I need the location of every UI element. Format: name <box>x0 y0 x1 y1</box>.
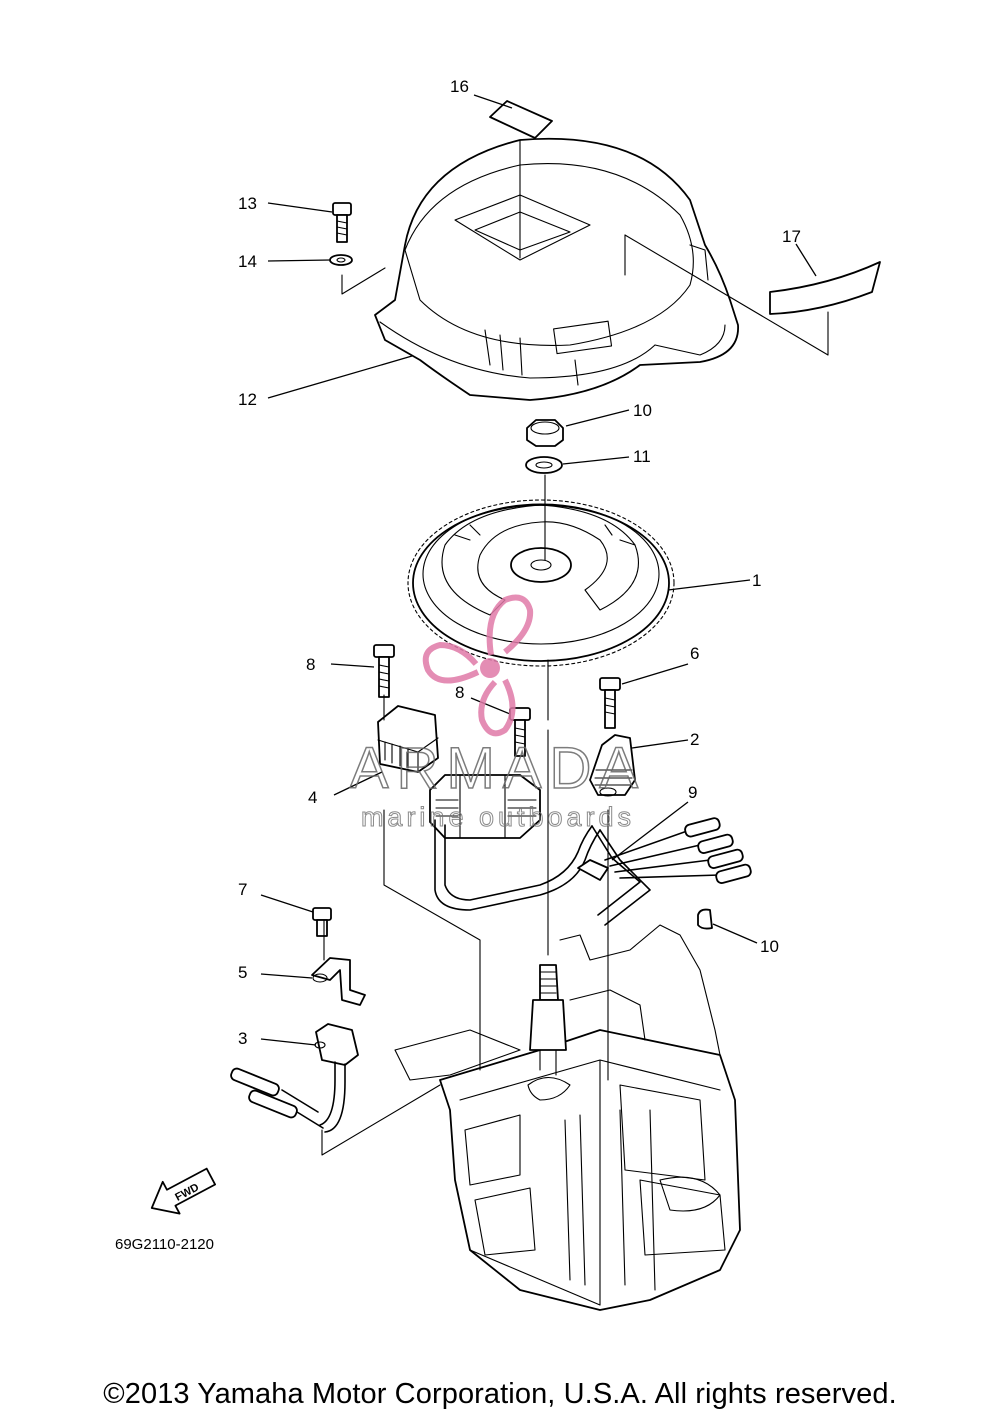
callout-13: 12 <box>238 390 257 409</box>
callout-17: 17 <box>782 227 801 246</box>
wire-harness <box>434 817 752 926</box>
callout-2: 2 <box>690 730 699 749</box>
callout-1: 1 <box>752 571 761 590</box>
grommet <box>697 908 713 930</box>
bolt-bracket <box>312 907 332 937</box>
callout-6: 6 <box>690 644 699 663</box>
callout-8-left: 8 <box>306 655 315 674</box>
copyright-notice: ©2013 Yamaha Motor Corporation, U.S.A. A… <box>103 1378 897 1410</box>
bolt-pulser-coil <box>599 677 621 729</box>
crankshaft-end <box>529 964 567 1051</box>
charge-coil <box>377 705 439 773</box>
callout-14: 13 <box>238 194 257 213</box>
leader-lines <box>260 94 817 1046</box>
assembly-guides <box>321 139 829 1156</box>
bolt-charge-coil <box>373 644 395 698</box>
pulser-coil <box>589 734 636 797</box>
watermark-tagline: marine outboards <box>361 802 635 832</box>
callout-7: 7 <box>238 880 247 899</box>
decal-strip <box>769 261 881 315</box>
flywheel <box>407 499 675 667</box>
callout-12: 11 <box>633 447 651 466</box>
forward-arrow: FWD <box>150 1167 217 1215</box>
washer-cover <box>329 254 353 266</box>
callout-11: 10 <box>633 401 652 420</box>
decal <box>489 100 553 139</box>
callout-9: 9 <box>688 783 697 802</box>
callout-labels: 16 13 14 17 12 10 11 1 8 6 8 2 4 9 7 10 … <box>238 77 801 1048</box>
callout-15: 14 <box>238 252 257 271</box>
flywheel-nut <box>526 419 564 447</box>
watermark-brand: ARMADA <box>350 736 646 801</box>
bracket <box>311 957 366 1006</box>
propeller-logo <box>422 594 534 737</box>
callout-4: 4 <box>308 788 317 807</box>
callout-5: 5 <box>238 963 247 982</box>
diagram-code: 69G2110-2120 <box>115 1236 214 1253</box>
cdi-unit <box>230 1023 359 1133</box>
callout-16: 16 <box>450 77 469 96</box>
callout-10: 10 <box>760 937 779 956</box>
watermark: ARMADA marine outboards <box>349 594 646 833</box>
bolt-cover <box>332 202 352 243</box>
flywheel-cover <box>374 137 739 401</box>
callout-8-center: 8 <box>455 683 464 702</box>
flywheel-washer <box>525 456 563 474</box>
engine-block <box>394 924 741 1311</box>
callout-3: 3 <box>238 1029 247 1048</box>
